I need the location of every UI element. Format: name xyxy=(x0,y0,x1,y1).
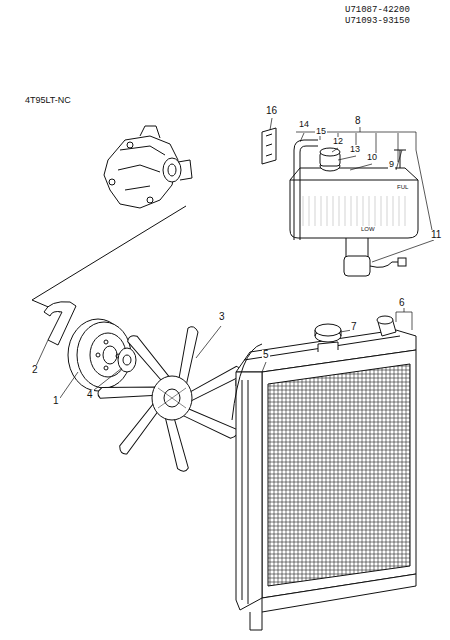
part-number: U71087-42200 xyxy=(344,6,411,15)
callout-number: 14 xyxy=(298,120,310,129)
callout-number: 3 xyxy=(218,312,226,322)
callout-number: 1 xyxy=(52,396,60,406)
water-pump xyxy=(104,126,192,208)
cooling-fan xyxy=(97,327,244,474)
callout-number: 11 xyxy=(430,230,442,240)
callout-number: 16 xyxy=(265,106,278,116)
callout-number: 7 xyxy=(350,322,358,332)
callout-number: 12 xyxy=(332,137,344,146)
callout-number: 8 xyxy=(354,116,362,126)
callout-number: 6 xyxy=(398,298,406,308)
callout-number: 15 xyxy=(315,127,327,136)
line-art xyxy=(32,118,434,630)
part-number: U71093-93150 xyxy=(344,17,411,26)
level-mark: FUL xyxy=(396,184,409,190)
model-name: 4T95LT-NC xyxy=(24,96,72,105)
callout-number: 2 xyxy=(31,365,39,375)
radiator xyxy=(232,316,416,630)
callout-number: 4 xyxy=(86,390,94,400)
callout-number: 13 xyxy=(349,145,361,154)
leader-lines xyxy=(36,118,434,398)
callout-number: 5 xyxy=(262,350,270,360)
level-mark: LOW xyxy=(360,226,376,232)
callout-number: 9 xyxy=(388,160,395,169)
callout-number: 10 xyxy=(366,153,378,162)
